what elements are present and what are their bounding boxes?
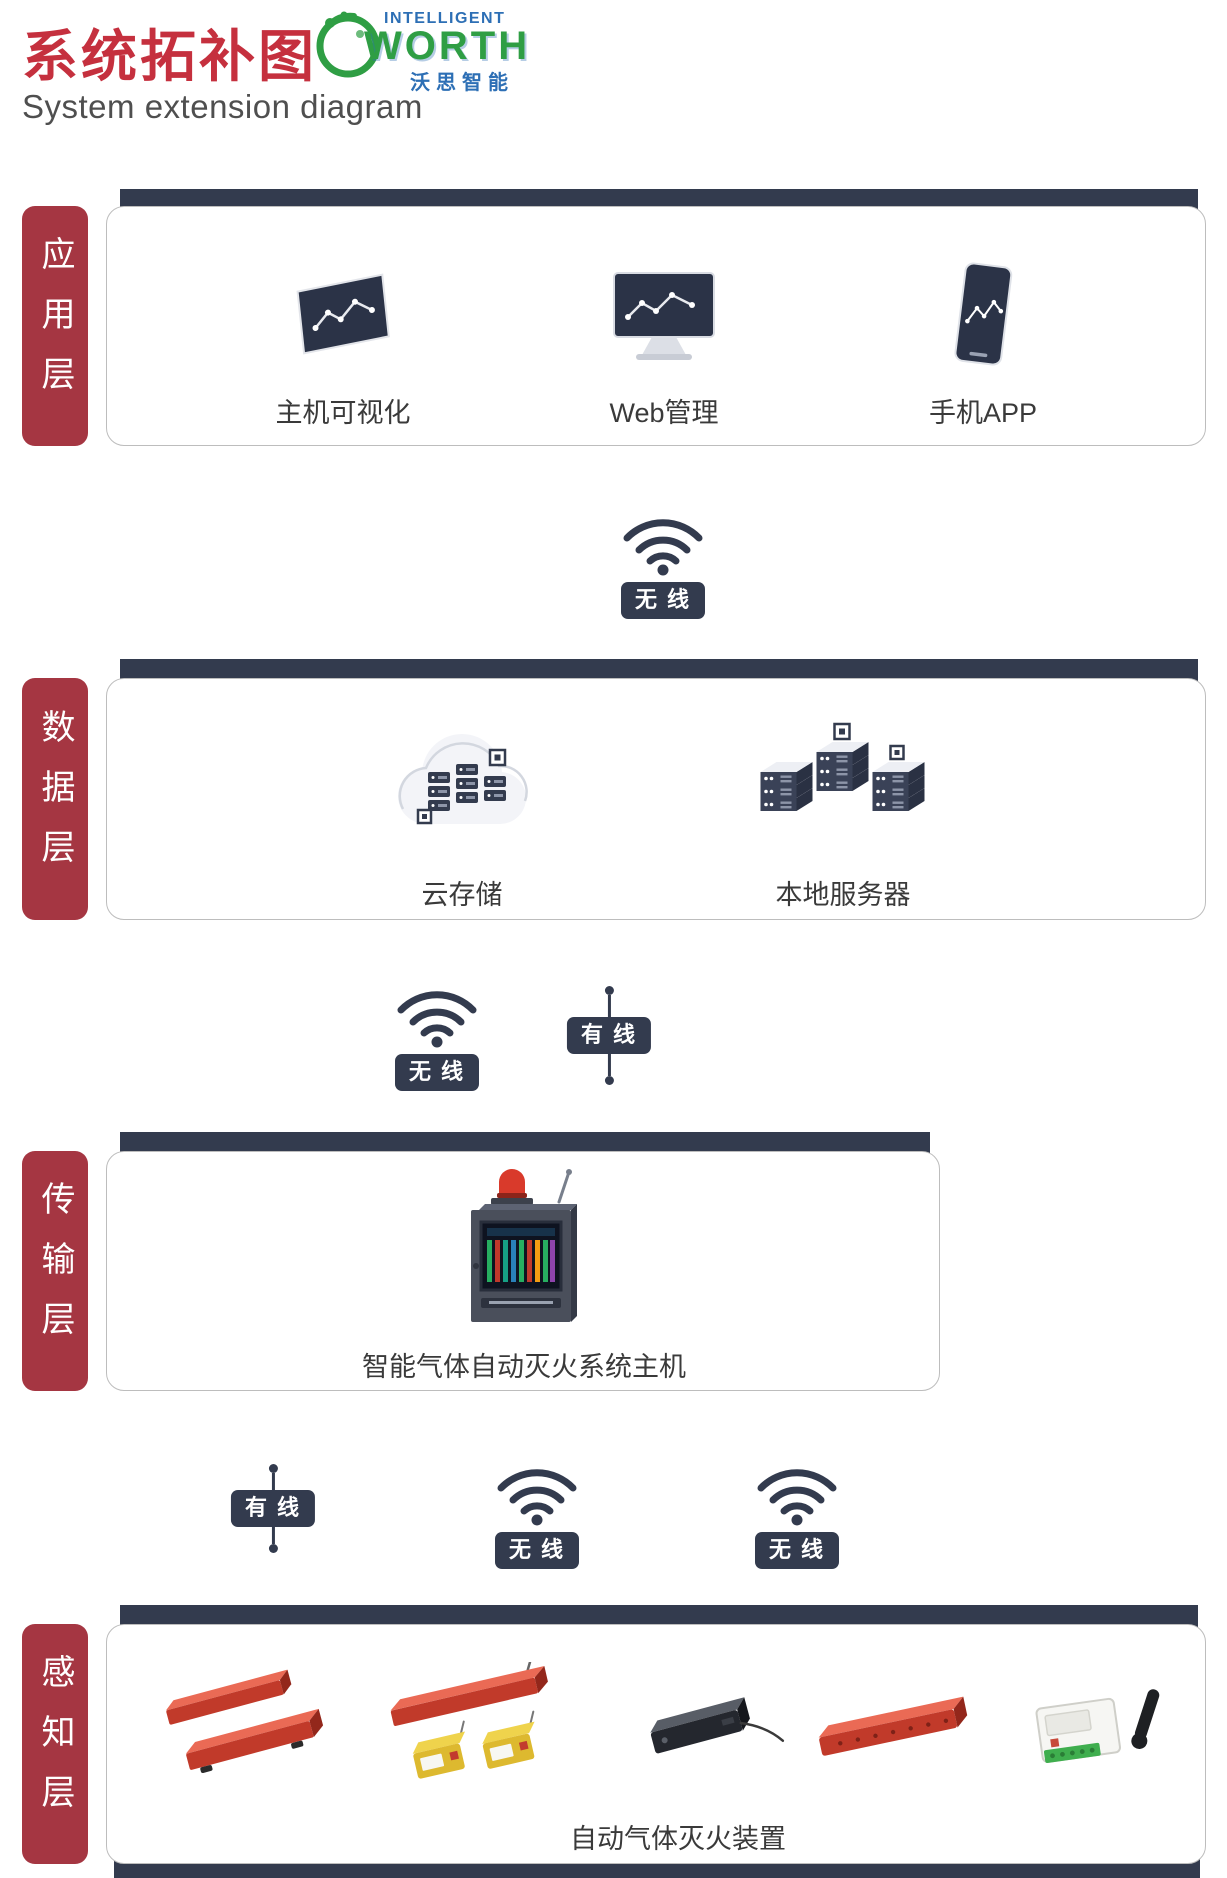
transmission-layer-panel: 智能气体自动灭火系统主机 [106,1151,940,1391]
node-local-server: 本地服务器 [751,709,936,912]
node-label: 主机可视化 [275,398,411,428]
red-bar-with-modules-image [376,1661,586,1807]
node-label: 本地服务器 [775,880,911,910]
node-mobile-app: 手机APP [929,257,1037,430]
wired-connection: 有 线 [230,1464,316,1553]
wireless-connection: 无 线 [491,1462,583,1569]
transmission-layer-tab: 传输层 [22,1151,88,1391]
wifi-icon [757,1469,837,1526]
tilted-monitor-icon [288,257,398,377]
wire-line [607,1053,611,1076]
application-layer-label: 应用层 [36,236,74,416]
perception-layer-label: 感知层 [36,1654,74,1834]
wifi-icon [397,991,477,1048]
data-layer-tab: 数据层 [22,678,88,920]
connection-label: 无 线 [754,1532,840,1569]
wifi-icon [497,1469,577,1526]
server-stack-icon [751,709,936,859]
logo-tagline: INTELLIGENT [384,10,506,27]
node-label: Web管理 [609,398,719,428]
wire-endpoint [604,986,614,995]
node-cloud-storage: 云存储 [372,709,552,912]
transmission-layer-label: 传输层 [36,1181,74,1361]
node-label: 智能气体自动灭火系统主机 [362,1352,686,1382]
wire-endpoint [604,1075,614,1085]
connection-label: 无 线 [494,1532,580,1569]
page-subtitle: System extension diagram [22,88,423,125]
logo-wordmark: WORTH [364,24,531,68]
globe-icon [316,11,380,78]
node-host-visualization: 主机可视化 [276,257,411,430]
data-layer-panel: 云存储 [106,678,1206,920]
monitor-icon [604,257,724,377]
wire-line [607,995,611,1017]
connection-label: 有 线 [566,1017,652,1054]
brand-logo: INTELLIGENT WORTH 沃思智能 [312,0,537,100]
connection-label: 无 线 [394,1054,480,1091]
wire-endpoint [268,1464,278,1473]
wireless-connection: 无 线 [391,984,483,1091]
data-layer-label: 数据层 [36,709,74,889]
perception-caption: 自动气体灭火装置 [570,1824,786,1854]
node-fire-control-host: 智能气体自动灭火系统主机 [362,1166,686,1384]
node-web-management: Web管理 [604,257,724,430]
wifi-icon [623,519,703,576]
connection-label: 无 线 [620,582,706,619]
perception-layer-panel: 自动气体灭火装置 [106,1624,1206,1864]
black-flat-device-image [631,1661,786,1807]
logo-chinese-name: 沃思智能 [410,72,514,94]
application-layer-tab: 应用层 [22,206,88,446]
cloud-storage-icon [372,709,552,859]
red-bar-device-image [802,1661,987,1807]
white-module-antenna-image [1018,1661,1188,1807]
page-title: 系统拓补图 [22,25,317,88]
fire-control-host-image [439,1166,609,1331]
perception-layer-tab: 感知层 [22,1624,88,1864]
wire-line [271,1473,275,1490]
wire-line [271,1526,275,1544]
wire-endpoint [268,1543,278,1553]
wireless-connection: 无 线 [751,1462,843,1569]
phone-icon [941,257,1025,377]
connection-label: 有 线 [230,1490,316,1527]
node-label: 云存储 [421,880,503,910]
red-detector-bars-image [149,1661,334,1807]
node-label: 手机APP [928,398,1038,428]
wired-connection: 有 线 [566,986,652,1085]
wireless-connection: 无 线 [617,512,709,619]
application-layer-panel: 主机可视化 Web管理 [106,206,1206,446]
